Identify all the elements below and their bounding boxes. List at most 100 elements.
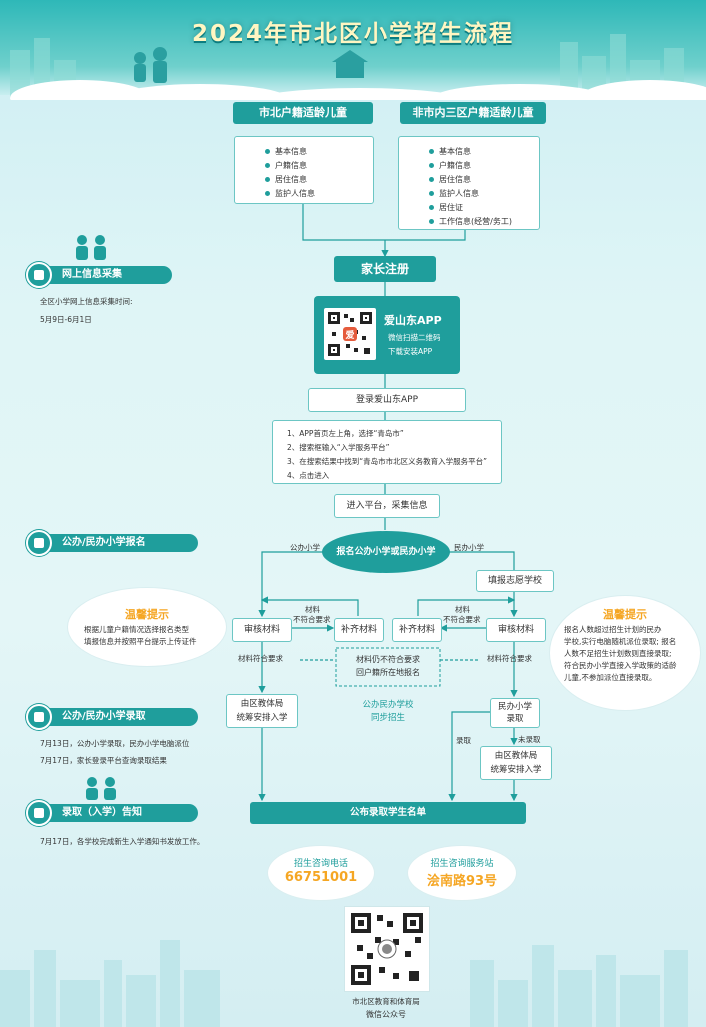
section-notice-line1: 7月17日，各学校完成新生入学通知书发放工作。 <box>40 837 205 846</box>
tip-right-title: 温馨提示 <box>603 608 647 621</box>
mat-not-ok-right-1: 材料 <box>455 605 470 614</box>
footer-account: 微信公众号 <box>366 1010 406 1019</box>
mat-still-line2: 回户籍所在地报名 <box>356 668 420 677</box>
section-admission-line1: 7月13日，公办小学录取，民办小学电脑派位 <box>40 739 190 748</box>
not-admitted-label: 未录取 <box>518 735 541 744</box>
tip-left-bubble <box>68 588 226 666</box>
mat-ok-right: 材料符合要求 <box>487 654 532 663</box>
private-admit-line1: 民办小学 <box>497 702 532 712</box>
section-admission: 公办/民办小学录取 <box>30 708 198 726</box>
enter-platform-step: 进入平台，采集信息 <box>334 494 440 518</box>
fill-private-school: 填报志愿学校 <box>476 570 554 592</box>
step-4: 4、点击进入 <box>287 471 330 480</box>
tip-right-line2: 学校,实行电脑随机派位录取; 报名 <box>564 637 677 646</box>
group-local-card: 基本信息 户籍信息 居住信息 监护人信息 <box>234 136 374 204</box>
section-notice: 录取（入学）告知 <box>30 804 198 822</box>
private-branch-label: 民办小学 <box>454 543 484 552</box>
parent-register-step: 家长注册 <box>334 256 436 282</box>
tip-right-line4: 符合民办小学直接入学政策的适龄 <box>564 661 677 670</box>
tip-right-bubble <box>550 596 700 710</box>
notice-icon <box>26 800 52 826</box>
edu-right-line1: 由区教体局 <box>494 751 538 761</box>
tip-right-line3: 人数不足招生计划数则直接录取; <box>564 649 672 658</box>
list-item: 工作信息(经营/务工) <box>429 215 539 229</box>
step-2: 2、搜索框输入“入学服务平台” <box>287 443 390 452</box>
app-line2: 下载安装APP <box>388 347 433 356</box>
list-item: 基本信息 <box>429 145 539 159</box>
edu-left-line2: 统筹安排入学 <box>236 713 288 723</box>
step-3: 3、在搜索结果中找到“青岛市市北区义务教育入学服务平台” <box>287 457 488 466</box>
office-address: 浍南路93号 <box>426 874 498 889</box>
sync-line1: 公办民办学校 <box>362 700 414 710</box>
qr-code-icon: 爱 <box>328 312 372 356</box>
app-qr-code: 爱 <box>324 308 376 360</box>
header-skyline <box>10 34 706 100</box>
office-label: 招生咨询服务站 <box>430 859 494 869</box>
supplement-right: 补齐材料 <box>392 618 442 642</box>
list-item: 居住信息 <box>265 173 373 187</box>
list-item: 户籍信息 <box>265 159 373 173</box>
qr-badge: 爱 <box>345 329 354 341</box>
list-item: 监护人信息 <box>429 187 539 201</box>
page-title: 2024年市北区小学招生流程 <box>191 21 514 47</box>
choose-school-type: 报名公办小学或民办小学 <box>322 531 450 573</box>
footer-skyline <box>0 940 688 1027</box>
review-left: 审核材料 <box>232 618 292 642</box>
wechat-qr-icon <box>351 913 423 985</box>
section-info-line1: 全区小学网上信息采集时间: <box>40 297 133 306</box>
phone-number: 66751001 <box>284 870 358 885</box>
app-line1: 微信扫描二维码 <box>388 333 441 342</box>
edu-right-line2: 统筹安排入学 <box>490 765 542 775</box>
mat-still-line1: 材料仍不符合要求 <box>356 655 420 664</box>
group-local-header: 市北户籍适龄儿童 <box>233 102 373 124</box>
steps-box: 1、APP首页左上角，选择“青岛市” 2、搜索框输入“入学服务平台” 3、在搜索… <box>272 420 502 484</box>
publish-admission-list: 公布录取学生名单 <box>250 802 526 824</box>
info-collection-icon <box>26 262 52 288</box>
admission-icon <box>26 704 52 730</box>
app-download-card: 爱 爱山东APP 微信扫描二维码 下载安装APP <box>314 296 460 374</box>
group-local-list: 基本信息 户籍信息 居住信息 监护人信息 <box>235 137 373 201</box>
group-nonlocal-card: 基本信息 户籍信息 居住信息 监护人信息 居住证 工作信息(经营/务工) <box>398 136 540 230</box>
tip-right-line5: 儿童,不参加派位直接录取。 <box>564 673 657 682</box>
section-info-collection: 网上信息采集 <box>30 266 172 284</box>
step-1: 1、APP首页左上角，选择“青岛市” <box>287 429 404 438</box>
review-right: 审核材料 <box>486 618 546 642</box>
group-nonlocal-header: 非市内三区户籍适龄儿童 <box>400 102 546 124</box>
school-icon <box>26 530 52 556</box>
mat-not-ok-right-2: 不符合要求 <box>443 615 481 624</box>
wechat-qr-code <box>344 906 430 992</box>
phone-bubble <box>268 846 374 900</box>
list-item: 居住信息 <box>429 173 539 187</box>
edu-left-line1: 由区教体局 <box>240 699 284 709</box>
mat-not-ok-left-1: 材料 <box>305 605 320 614</box>
students-icon <box>86 777 116 800</box>
family-icon <box>76 235 106 260</box>
section-info-line2: 5月9日-6月1日 <box>40 315 92 324</box>
section-registration: 公办/民办小学报名 <box>30 534 198 552</box>
tip-left-line1: 根据儿童户籍情况选择报名类型 <box>84 625 189 634</box>
supplement-left: 补齐材料 <box>334 618 384 642</box>
edu-bureau-right: 由区教体局 统筹安排入学 <box>480 746 552 780</box>
list-item: 户籍信息 <box>429 159 539 173</box>
tip-right-line1: 报名人数超过招生计划的民办 <box>564 625 662 634</box>
phone-label: 招生咨询电话 <box>293 859 348 869</box>
edu-bureau-left: 由区教体局 统筹安排入学 <box>226 694 298 728</box>
mat-ok-left: 材料符合要求 <box>238 654 283 663</box>
group-nonlocal-list: 基本信息 户籍信息 居住信息 监护人信息 居住证 工作信息(经营/务工) <box>399 137 539 229</box>
private-admission: 民办小学 录取 <box>490 698 540 728</box>
header-banner <box>0 0 706 100</box>
section-admission-line2: 7月17日，家长登录平台查询录取结果 <box>40 756 167 765</box>
list-item: 居住证 <box>429 201 539 215</box>
footer-org: 市北区教育和体育局 <box>352 997 420 1006</box>
public-branch-label: 公办小学 <box>290 543 320 552</box>
private-admit-line2: 录取 <box>506 714 524 724</box>
tip-left-line2: 填报信息并按照平台提示上传证件 <box>84 637 197 646</box>
mat-not-ok-left-2: 不符合要求 <box>293 615 331 624</box>
tip-left-title: 温馨提示 <box>125 608 169 621</box>
sync-line2: 同步招生 <box>370 713 405 723</box>
list-item: 基本信息 <box>265 145 373 159</box>
app-name: 爱山东APP <box>384 314 442 327</box>
list-item: 监护人信息 <box>265 187 373 201</box>
